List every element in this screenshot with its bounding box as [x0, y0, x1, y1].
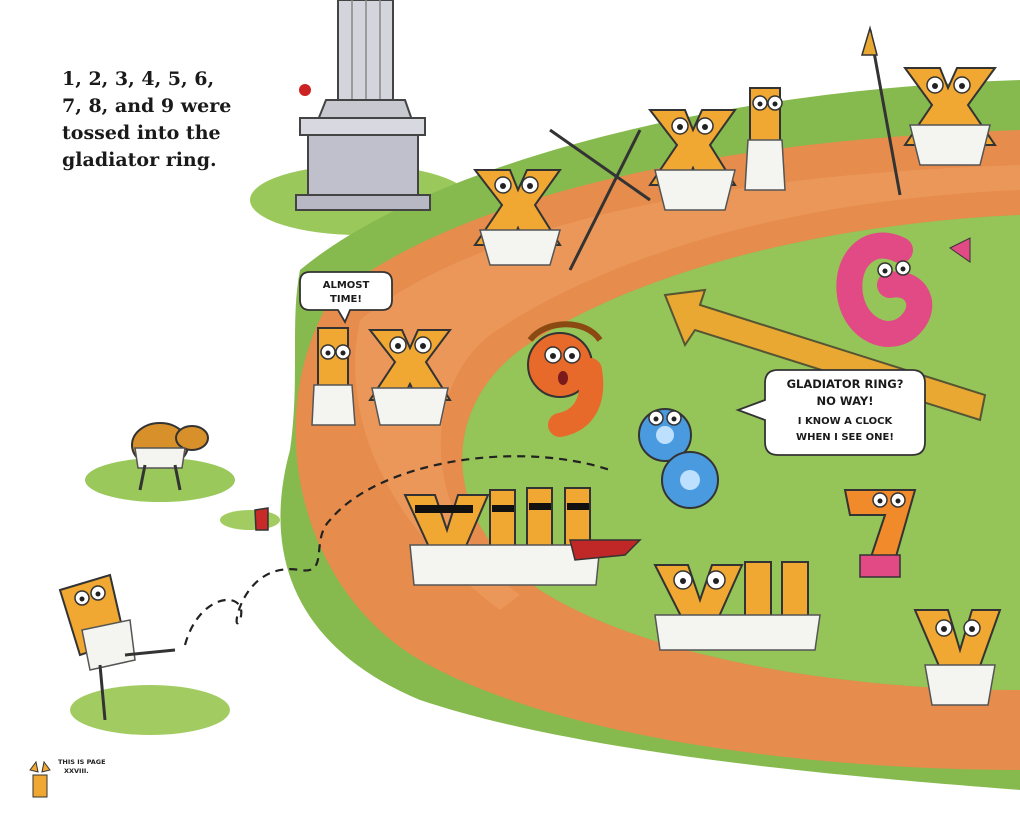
narration-line: tossed into the — [62, 122, 221, 144]
dirt-track — [295, 130, 1020, 770]
bubble-line: NO WAY! — [817, 394, 874, 408]
trajectory-dashed-line — [183, 455, 611, 646]
x-soldier-spear — [860, 25, 997, 196]
i-soldier — [311, 327, 356, 426]
number-eight-character — [638, 408, 719, 509]
x-soldier — [647, 109, 737, 211]
stone-column — [295, 0, 431, 211]
page-note-line: XXVIII. — [64, 767, 89, 775]
small-one-flying — [254, 507, 269, 531]
viii-group — [653, 561, 821, 651]
bubble-line: GLADIATOR RING? — [787, 377, 904, 391]
story-narration: 1, 2, 3, 4, 5, 6, 7, 8, and 9 were tosse… — [62, 66, 322, 174]
i-soldier — [744, 87, 786, 191]
dog-character — [131, 422, 209, 491]
bubble-line: WHEN I SEE ONE! — [796, 432, 894, 443]
numeral-characters — [29, 25, 1002, 798]
page-number-note: THIS IS PAGE XXVIII. — [58, 758, 106, 775]
number-seven-character — [843, 489, 917, 578]
bubble-line: ALMOST — [323, 280, 370, 291]
bubble-line: I KNOW A CLOCK — [798, 416, 894, 427]
page-note-line: THIS IS PAGE — [58, 758, 106, 766]
narration-line: gladiator ring. — [62, 149, 217, 171]
x-soldier — [367, 329, 452, 426]
number-nine-character — [527, 321, 604, 437]
x-soldier — [472, 169, 562, 266]
v-soldier — [913, 609, 1002, 706]
red-bird-icon — [299, 84, 311, 96]
narration-line: 7, 8, and 9 were — [62, 95, 232, 117]
narration-line: 1, 2, 3, 4, 5, 6, — [62, 68, 215, 90]
viii-band — [403, 487, 642, 586]
number-six-character — [836, 232, 971, 347]
bubble-line: TIME! — [330, 294, 362, 305]
kicking-i-character — [58, 507, 269, 721]
speech-bubble-almost-time: ALMOST TIME! — [299, 271, 393, 325]
speech-bubble-gladiator: GLADIATOR RING? NO WAY! I KNOW A CLOCK W… — [735, 369, 926, 456]
guitar-icon — [569, 539, 642, 561]
page-mascot-icon — [29, 760, 51, 798]
